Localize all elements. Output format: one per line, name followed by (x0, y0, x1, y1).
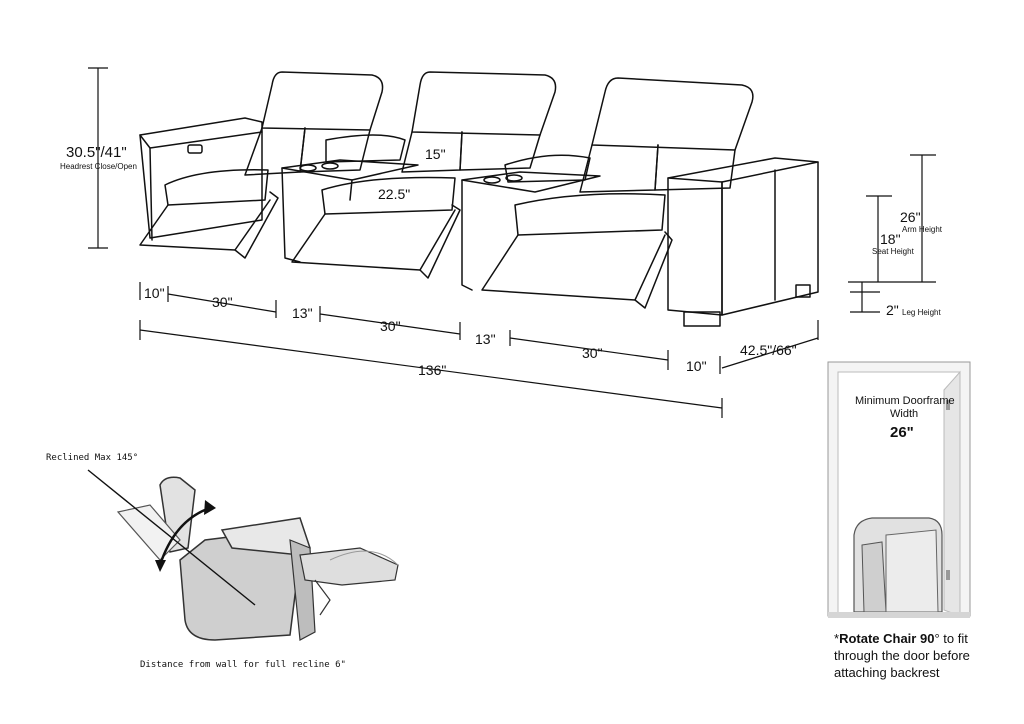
seat-2 (291, 71, 557, 279)
arm-height-label: Arm Height (902, 225, 943, 234)
door-illustration: Minimum Doorframe Width 26" (824, 360, 974, 618)
caption-star: * (834, 631, 840, 646)
dimension-lines (88, 67, 936, 418)
width-segment-3: 13" (292, 305, 313, 321)
width-segment-2: 30" (212, 294, 233, 310)
width-segment-7: 10" (686, 358, 707, 374)
wall-distance-note: Distance from wall for full recline 6" (140, 660, 346, 670)
width-segment-4: 30" (380, 318, 401, 334)
console-2 (461, 171, 601, 291)
width-segment-6: 30" (582, 345, 603, 361)
arm-height-value: 26" (900, 209, 921, 225)
seat-3 (481, 77, 754, 309)
headrest-width-label: 15" (425, 146, 446, 162)
caption-rest: ° to fit through the door before attachi… (834, 631, 970, 680)
recline-max-label: Reclined Max 145° (46, 453, 139, 463)
right-arm (667, 157, 819, 327)
seat-1 (139, 71, 384, 259)
leg-height-label: Leg Height (902, 308, 941, 317)
left-arm (139, 117, 263, 241)
total-width-label: 136" (418, 362, 447, 378)
width-segment-5: 13" (475, 331, 496, 347)
door-caption: *Rotate Chair 90° to fit through the doo… (834, 630, 1014, 681)
height-label: 30.5"/41" (66, 144, 127, 161)
seat-height-value: 18" (880, 231, 901, 247)
seat-height-label: Seat Height (872, 247, 914, 256)
seat-depth-label: 22.5" (378, 186, 411, 202)
door-title-line2: Width (890, 408, 919, 420)
recliner-sketch (87, 469, 399, 641)
depth-label: 42.5"/66" (740, 342, 797, 358)
door-width-value: 26" (890, 424, 914, 441)
doorframe-drawing (827, 361, 971, 618)
height-note: Headrest Close/Open (60, 162, 137, 171)
caption-bold: Rotate Chair 90 (839, 631, 935, 646)
leg-height-value: 2" (886, 302, 899, 318)
width-segment-1: 10" (144, 285, 165, 301)
console-1 (281, 159, 419, 263)
door-title-line1: Minimum Doorframe (855, 395, 955, 407)
